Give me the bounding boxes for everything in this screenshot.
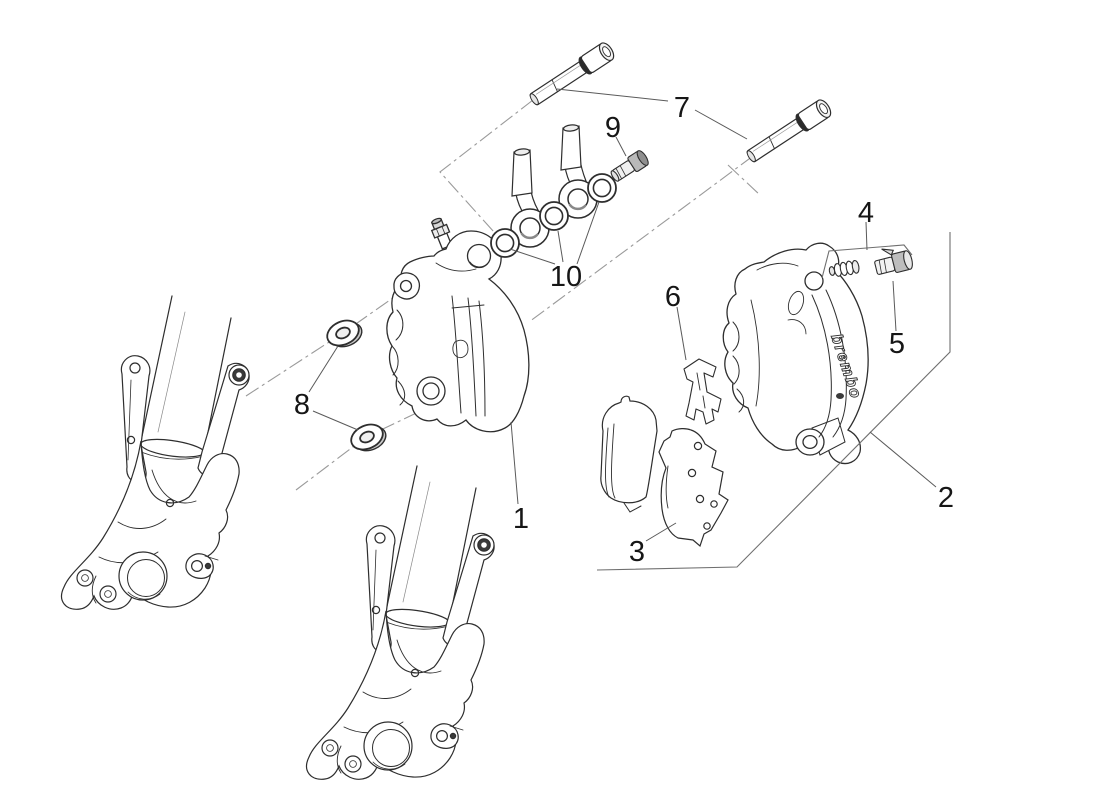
axis-bolt-left	[439, 99, 534, 243]
callout-leaders	[308, 88, 937, 542]
hose-fitting	[610, 150, 649, 182]
mounting-bolt-right	[743, 96, 835, 167]
brake-pad-back	[600, 395, 658, 513]
callout-5: 5	[889, 328, 905, 360]
brake-pad-front	[658, 428, 729, 548]
callout-7: 7	[674, 92, 690, 124]
callout-10: 10	[550, 261, 582, 293]
fork-leg-left	[60, 295, 250, 610]
callout-8: 8	[294, 389, 310, 421]
callout-2: 2	[938, 482, 954, 514]
caliper-assembly-bracket	[596, 232, 951, 571]
sealing-washers	[490, 173, 617, 258]
spring-part	[828, 259, 860, 277]
fork-leg-bottom	[305, 465, 495, 780]
spacer-washer-upper	[326, 319, 363, 348]
axis-upper-mount	[245, 287, 408, 397]
brake-hose-left	[510, 148, 550, 248]
bleed-valve	[874, 248, 913, 275]
callout-4: 4	[858, 197, 874, 229]
brake-hose-right	[558, 124, 598, 219]
callout-1: 1	[513, 503, 529, 535]
brake-caliper-right: brembo	[722, 242, 869, 465]
pad-retainer-clip	[683, 358, 722, 425]
brake-caliper-center	[386, 217, 530, 433]
axis-bleed	[727, 164, 761, 196]
callout-6: 6	[665, 281, 681, 313]
axis-bolt-right	[528, 155, 754, 323]
spacer-washer-lower	[350, 423, 387, 452]
callout-9: 9	[605, 112, 621, 144]
callout-3: 3	[629, 536, 645, 568]
mounting-bolt-left	[526, 39, 618, 110]
